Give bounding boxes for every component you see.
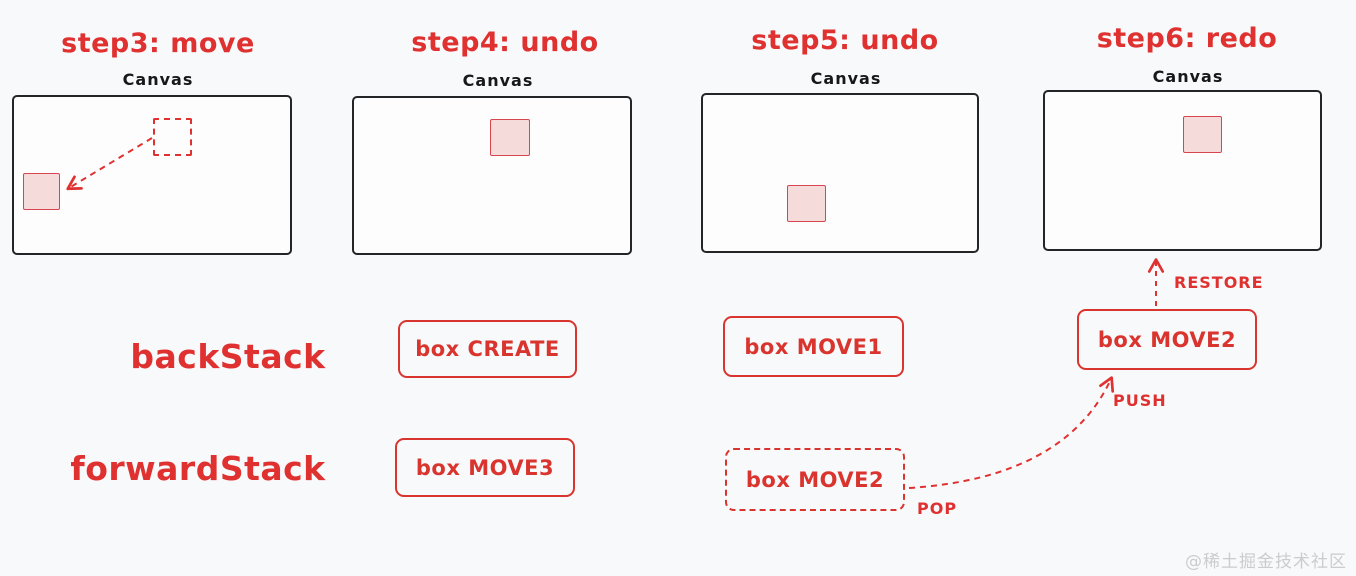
box-shape-step4 — [490, 119, 530, 156]
step5-title: step5: undo — [751, 25, 939, 56]
canvas-label-step6: Canvas — [1152, 67, 1224, 86]
box-shape-step5 — [787, 185, 826, 222]
back-stack-item-move2: box MOVE2 — [1077, 309, 1257, 370]
box-shape-step6 — [1183, 116, 1222, 153]
forward-stack-label: forwardStack — [70, 449, 326, 488]
back-stack-item-create-label: box CREATE — [415, 337, 560, 361]
forward-stack-item-move2-popped: box MOVE2 — [725, 448, 905, 511]
restore-label: RESTORE — [1174, 273, 1264, 292]
step3-title: step3: move — [61, 28, 255, 59]
push-label: PUSH — [1113, 391, 1167, 410]
push-arrow — [908, 376, 1115, 489]
back-stack-item-move1-label: box MOVE1 — [744, 334, 883, 359]
back-stack-item-move1: box MOVE1 — [723, 316, 904, 377]
forward-stack-item-move2-label: box MOVE2 — [745, 467, 885, 492]
box-ghost-outline — [153, 118, 192, 156]
back-stack-label: backStack — [130, 337, 326, 376]
step6-title: step6: redo — [1096, 23, 1278, 54]
back-stack-item-move2-label: box MOVE2 — [1097, 327, 1237, 352]
forward-stack-item-move3: box MOVE3 — [395, 438, 575, 497]
step4-title: step4: undo — [411, 27, 599, 58]
canvas-label-step5: Canvas — [810, 69, 882, 88]
canvas-step5 — [701, 93, 979, 253]
canvas-label-step4: Canvas — [462, 71, 534, 90]
back-stack-item-create: box CREATE — [398, 320, 577, 378]
box-shape-step3 — [23, 173, 60, 210]
forward-stack-item-move3-label: box MOVE3 — [415, 455, 555, 480]
watermark-text: @稀土掘金技术社区 — [1185, 552, 1347, 572]
pop-label: POP — [917, 499, 958, 518]
canvas-step6 — [1043, 90, 1322, 251]
canvas-label-step3: Canvas — [122, 70, 194, 89]
